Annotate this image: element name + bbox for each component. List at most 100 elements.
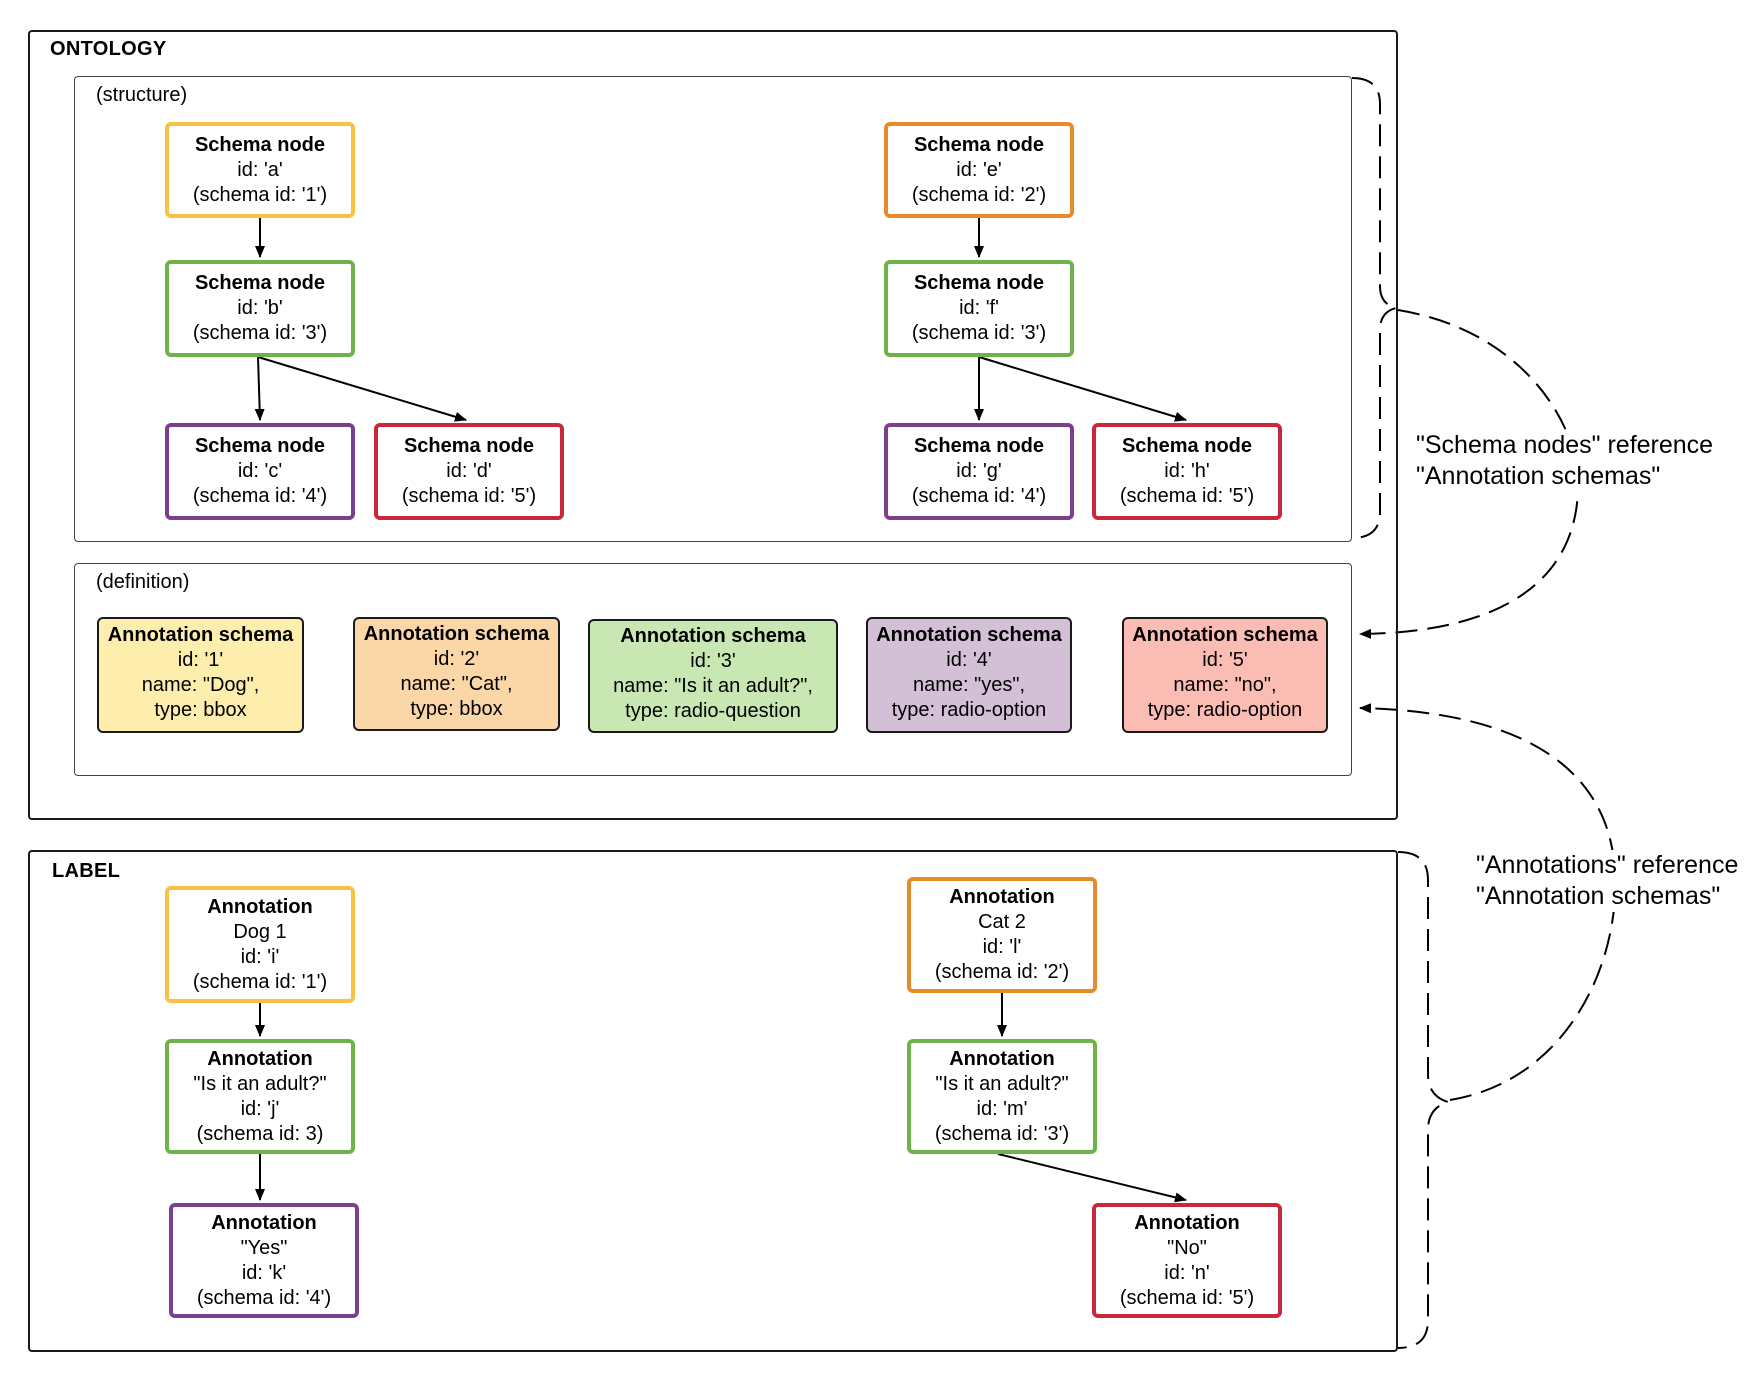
node-id: id: 'a' [237, 158, 283, 181]
definition-panel [74, 563, 1352, 776]
node-name: "Is it an adult?" [935, 1072, 1069, 1095]
edge-m-n [997, 1153, 1187, 1203]
node-schema-id: (schema id: '5') [401, 485, 537, 507]
annotation-schema-1: Annotation schema id: '1' name: "Dog", t… [97, 617, 304, 733]
node-id: id: 'f' [959, 297, 999, 319]
node-schema-id: (schema id: '2') [934, 961, 1070, 983]
node-id: id: 'b' [237, 297, 283, 319]
node-schema-id: (schema id: '4') [196, 1286, 332, 1309]
annotation-node-l: Annotation Cat 2 id: 'l' (schema id: '2'… [907, 877, 1097, 993]
schema-node-f: Schema node id: 'f' (schema id: '3') [884, 260, 1074, 357]
edge-b-d [257, 356, 467, 422]
definition-label: (definition) [96, 571, 190, 593]
schema-node-d: Schema node id: 'd' (schema id: '5') [374, 423, 564, 520]
structure-brace [1351, 77, 1397, 539]
node-id: id: 'l' [982, 936, 1022, 958]
schema-id: id: '2' [433, 648, 480, 670]
node-title: Annotation [1134, 1211, 1240, 1234]
schema-node-b: Schema node id: 'b' (schema id: '3') [165, 260, 355, 357]
schema-title: Annotation schema [1132, 624, 1318, 646]
node-schema-id: (schema id: '4') [192, 485, 328, 507]
annotation-schema-4: Annotation schema id: '4' name: "yes", t… [866, 617, 1072, 733]
node-schema-id: (schema id: '2') [911, 183, 1047, 206]
schema-id: id: '1' [177, 649, 224, 671]
node-title: Schema node [194, 272, 326, 294]
schema-node-a: Schema node id: 'a' (schema id: '1') [165, 122, 355, 218]
node-title: Schema node [913, 435, 1045, 457]
node-schema-id: (schema id: '5') [1119, 485, 1255, 507]
schema-nodes-note-line2: "Annotation schemas" [1416, 462, 1661, 490]
ontology-frame [28, 30, 1398, 820]
node-title: Schema node [194, 133, 326, 156]
schema-type: type: radio-option [891, 699, 1047, 721]
node-name: "Is it an adult?" [193, 1072, 327, 1095]
schema-node-c: Schema node id: 'c' (schema id: '4') [165, 423, 355, 520]
schema-nodes-note-line1: "Schema nodes" reference [1416, 431, 1714, 459]
schema-name: name: "Cat", [400, 673, 513, 695]
node-schema-id: (schema id: '4') [911, 485, 1047, 507]
node-id: id: 'i' [240, 945, 280, 968]
node-title: Annotation [207, 1047, 313, 1070]
schema-name: name: "yes", [912, 674, 1026, 696]
schema-id: id: '5' [1202, 649, 1248, 671]
node-name: "No" [1167, 1236, 1207, 1259]
node-id: id: 'j' [240, 1097, 280, 1120]
structure-panel [74, 76, 1352, 542]
schema-type: type: radio-option [1147, 699, 1303, 721]
node-id: id: 'd' [446, 460, 492, 482]
schema-title: Annotation schema [876, 624, 1062, 646]
schema-type: type: radio-question [625, 700, 801, 722]
node-schema-id: (schema id: '1') [192, 970, 328, 993]
label-brace [1397, 851, 1452, 1349]
node-id: id: 'h' [1164, 460, 1210, 482]
schema-type: type: bbox [410, 698, 503, 720]
annotation-node-k: Annotation "Yes" id: 'k' (schema id: '4'… [169, 1203, 359, 1318]
annotation-node-m: Annotation "Is it an adult?" id: 'm' (sc… [907, 1039, 1097, 1154]
annotations-note-line1: "Annotations" reference [1476, 851, 1739, 879]
edge-b-c [254, 356, 265, 421]
node-id: id: 'm' [976, 1097, 1028, 1120]
node-title: Annotation [207, 895, 313, 918]
node-title: Annotation [211, 1211, 317, 1234]
node-title: Schema node [913, 133, 1045, 156]
node-schema-id: (schema id: '3') [911, 322, 1047, 344]
annotation-schema-3: Annotation schema id: '3' name: "Is it a… [588, 619, 838, 733]
node-id: id: 'n' [1164, 1261, 1210, 1284]
annotation-schema-5: Annotation schema id: '5' name: "no", ty… [1122, 617, 1328, 733]
node-id: id: 'e' [956, 158, 1002, 181]
schema-name: name: "no", [1173, 674, 1277, 696]
schema-title: Annotation schema [363, 623, 550, 645]
label-title: LABEL [52, 860, 121, 882]
node-title: Annotation [949, 886, 1055, 908]
structure-label: (structure) [96, 84, 188, 106]
node-name: "Yes" [240, 1236, 288, 1259]
node-title: Schema node [913, 272, 1045, 294]
annotations-note: "Annotations" reference "Annotation sche… [1476, 850, 1739, 912]
node-schema-id: (schema id: '5') [1119, 1286, 1255, 1309]
schema-node-h: Schema node id: 'h' (schema id: '5') [1092, 423, 1282, 520]
schema-node-g: Schema node id: 'g' (schema id: '4') [884, 423, 1074, 520]
node-id: id: 'k' [241, 1261, 287, 1284]
schema-title: Annotation schema [620, 625, 806, 647]
annotations-note-line2: "Annotation schemas" [1476, 882, 1721, 910]
annotation-schema-2: Annotation schema id: '2' name: "Cat", t… [353, 617, 560, 731]
node-schema-id: (schema id: '3') [192, 322, 328, 344]
node-title: Schema node [1121, 435, 1253, 457]
node-title: Schema node [194, 435, 326, 457]
node-title: Annotation [949, 1047, 1055, 1070]
node-name: Cat 2 [978, 911, 1026, 933]
label-frame [28, 850, 1398, 1352]
edge-f-h [978, 356, 1187, 422]
schema-name: name: "Is it an adult?", [613, 675, 813, 697]
node-id: id: 'c' [237, 460, 283, 482]
schema-type: type: bbox [154, 699, 247, 721]
annotation-node-j: Annotation "Is it an adult?" id: 'j' (sc… [165, 1039, 355, 1154]
schema-node-e: Schema node id: 'e' (schema id: '2') [884, 122, 1074, 218]
node-title: Schema node [403, 435, 535, 457]
node-name: Dog 1 [233, 920, 287, 943]
annotation-node-n: Annotation "No" id: 'n' (schema id: '5') [1092, 1203, 1282, 1318]
schema-nodes-note: "Schema nodes" reference "Annotation sch… [1416, 430, 1714, 492]
node-schema-id: (schema id: '1') [192, 183, 328, 206]
node-id: id: 'g' [956, 460, 1002, 482]
schema-name: name: "Dog", [141, 674, 260, 696]
